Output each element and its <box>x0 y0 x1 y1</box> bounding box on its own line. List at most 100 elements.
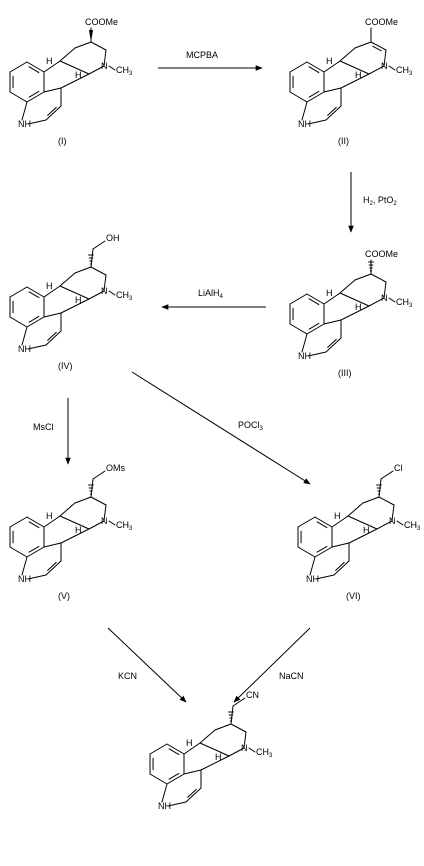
nh-label: NH <box>306 574 319 584</box>
nh-label: NH <box>298 119 311 129</box>
bond <box>43 542 62 548</box>
aromatic-double-bond <box>308 322 320 330</box>
substituent-label: Cl <box>394 463 403 473</box>
nh-label: NH <box>18 119 31 129</box>
bond <box>199 729 216 744</box>
reagent-lialh4-text: LiAlH <box>198 288 220 298</box>
bond <box>289 293 308 305</box>
bond <box>26 516 45 528</box>
bond <box>103 274 107 292</box>
bond <box>301 333 308 353</box>
bond <box>339 292 370 307</box>
bond <box>74 266 92 274</box>
bond <box>108 290 116 296</box>
bond <box>88 290 105 300</box>
substituent-bond <box>232 697 246 707</box>
substituent-label: OH <box>106 233 120 243</box>
aromatic-double-bond <box>308 298 320 306</box>
pyrrole-double-bond <box>327 106 337 116</box>
reagent-pto2: , PtO <box>373 195 394 205</box>
methyl-subscript: 3 <box>129 526 133 532</box>
bond <box>230 723 247 733</box>
aromatic-double-bond <box>308 66 320 74</box>
nh-label: NH <box>18 344 31 354</box>
bond <box>45 105 62 121</box>
n-label: N <box>101 61 108 71</box>
bond <box>289 61 308 73</box>
bond <box>315 574 335 580</box>
reagent-lialh4-subscript: 4 <box>220 294 224 300</box>
bond <box>289 323 308 335</box>
aromatic-double-bond <box>316 545 328 553</box>
bond <box>27 119 47 125</box>
methyl-text: CH <box>396 297 409 307</box>
bond <box>9 91 28 103</box>
bond <box>45 330 62 346</box>
bond <box>149 773 168 785</box>
substituent-label: COOMe <box>85 17 118 27</box>
bond <box>167 801 187 807</box>
pyrrole-double-bond <box>47 561 57 571</box>
h-label: H <box>75 70 82 80</box>
bond <box>9 516 28 528</box>
bond <box>108 520 116 526</box>
h-label: H <box>363 525 370 535</box>
aromatic-double-bond <box>168 748 180 756</box>
h-label: H <box>46 56 53 66</box>
reagent-nacn: NaCN <box>279 671 304 681</box>
methyl-subscript: 3 <box>129 71 133 77</box>
n-label: N <box>381 293 388 303</box>
methyl-label: CH3 <box>116 65 133 77</box>
bond <box>331 542 350 548</box>
bond <box>161 783 168 803</box>
bond <box>248 747 256 753</box>
compound-caption: (V) <box>58 591 70 601</box>
bond <box>59 515 90 530</box>
bond <box>323 319 342 325</box>
aromatic-double-bond <box>28 66 40 74</box>
h-label: H <box>355 70 362 80</box>
pyrrole-double-bond <box>187 788 197 798</box>
nh-label: NH <box>18 574 31 584</box>
bond <box>243 731 247 749</box>
methyl-subscript: 3 <box>409 303 413 309</box>
compound-caption: (IV) <box>58 361 73 371</box>
methyl-text: CH <box>116 290 129 300</box>
bond <box>368 65 385 75</box>
bond <box>199 742 230 757</box>
aromatic-double-bond <box>316 521 328 529</box>
bond <box>200 755 230 771</box>
bond <box>339 279 356 294</box>
reagent-lialh4: LiAlH4 <box>198 288 224 300</box>
reagent-mcpba: MCPBA <box>186 50 218 60</box>
bond <box>354 41 372 49</box>
aromatic-double-bond <box>168 772 180 780</box>
bond <box>26 316 45 328</box>
compound-caption: (III) <box>338 368 352 378</box>
bond <box>314 516 333 528</box>
bond <box>43 312 62 318</box>
bond <box>340 73 370 89</box>
substituent-label: COOMe <box>365 249 398 259</box>
bond <box>9 61 28 73</box>
bond <box>90 41 107 51</box>
bond <box>383 49 387 67</box>
bond <box>331 515 349 528</box>
bond <box>289 91 308 103</box>
aromatic-double-bond <box>28 291 40 299</box>
bond <box>43 60 61 73</box>
nh-label: NH <box>158 801 171 811</box>
bond <box>378 496 395 506</box>
bond <box>376 520 393 530</box>
reagent-h2: H <box>363 195 370 205</box>
bond <box>339 47 356 62</box>
methyl-text: CH <box>116 520 129 530</box>
reagent-h2-subscript: 2 <box>370 201 374 207</box>
n-label: N <box>241 743 248 753</box>
bond <box>383 281 387 299</box>
aromatic-double-bond <box>28 315 40 323</box>
bond <box>183 769 202 775</box>
